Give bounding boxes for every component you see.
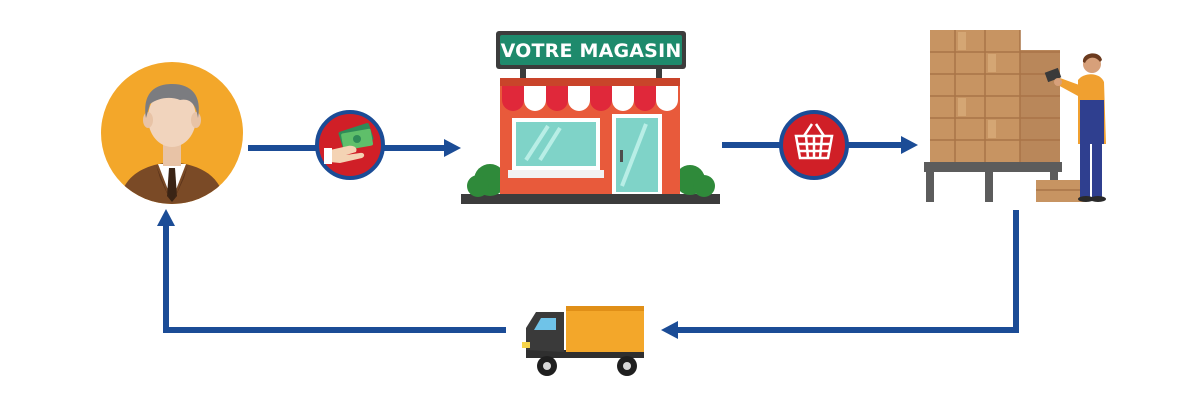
warehouse-worker [1044,53,1106,202]
customer-icon [101,62,243,204]
flow-arrow-warehouse-to-truck [661,210,1019,339]
hand-money-icon [324,123,374,164]
store-awning [502,86,678,111]
payment-badge [315,110,385,180]
delivery-truck-icon [522,306,644,376]
basket-badge [779,110,849,180]
box-stack [930,30,1060,162]
shopping-basket-icon [794,123,834,160]
store-sign-label: VOTRE MAGASIN [501,40,682,62]
store-icon: VOTRE MAGASIN [461,31,720,204]
flow-arrow-truck-to-customer [157,209,506,333]
store-sign: VOTRE MAGASIN [496,31,686,78]
warehouse-icon [924,30,1106,202]
